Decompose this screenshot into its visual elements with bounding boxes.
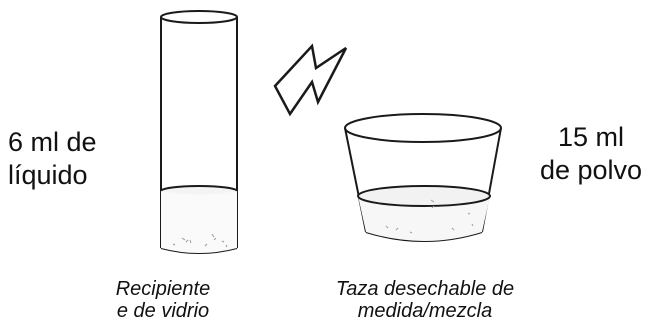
vial-sediment-specks [172,233,228,248]
glass-caption-line2: e de vidrio [116,300,210,322]
liquid-volume-line2: líquido [8,160,88,190]
powder-volume-line1: 15 ml [557,122,625,152]
cup-caption-line1: Taza desechable de [335,278,515,300]
glass-vial [160,10,238,254]
liquid-volume-label: 6 ml de líquido [8,126,97,192]
pour-arrow-icon [273,43,348,117]
mixing-cup [344,113,502,242]
cup-sediment-specks [385,199,474,234]
cup-liquid [357,185,491,241]
cup-caption-line2: medida/mezcla [357,300,493,322]
powder-volume-label: 15 ml de polvo [536,121,646,187]
glass-caption: Recipiente e de vidrio [88,278,238,322]
glass-caption-line1: Recipiente [115,278,211,300]
vial-liquid [160,185,238,253]
powder-volume-line2: de polvo [539,155,643,185]
cup-caption: Taza desechable de medida/mezcla [305,278,545,322]
liquid-volume-line1: 6 ml de [8,127,97,157]
